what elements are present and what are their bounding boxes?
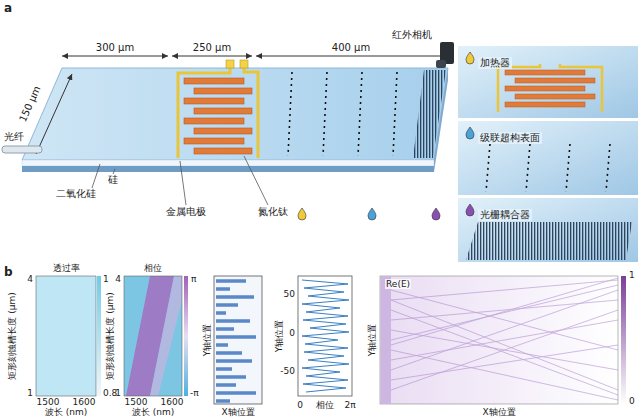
axis-title: Y轴位置	[367, 324, 377, 357]
metal-electrode	[178, 60, 258, 158]
material-drops	[298, 208, 440, 220]
tick-label: 4	[27, 274, 33, 284]
dimension-label: 150 μm	[17, 84, 43, 124]
part-label: 光纤	[4, 131, 24, 143]
chip	[22, 68, 448, 172]
tick-label: 1600	[73, 397, 96, 407]
colorbar-label: -π	[190, 388, 199, 398]
axis-title: Y轴位置	[274, 320, 284, 353]
tick-label: 0	[289, 328, 295, 338]
fiber	[2, 146, 42, 153]
dimension-label: 300 μm	[96, 42, 134, 54]
part-label: 红外相机	[392, 29, 432, 41]
heater	[184, 78, 252, 154]
axis-title: 相位	[316, 400, 334, 410]
colorbar-label: 1	[629, 270, 635, 280]
tick-label: 1500	[125, 397, 148, 407]
part-label: 二氧化硅	[56, 188, 96, 200]
inset-panel: 加热器	[458, 46, 638, 118]
tick-label: 2π	[344, 400, 355, 410]
inset-panel: 级联超构表面	[458, 121, 638, 195]
tick-label: -50	[280, 366, 295, 376]
tick-label: 1500	[37, 397, 60, 407]
part-label: 硅	[108, 174, 118, 186]
dimension-arrows	[36, 56, 446, 154]
part-label: 金属电极	[166, 206, 206, 218]
phase-profile	[298, 276, 352, 396]
field-map	[380, 276, 626, 404]
axis-title: 矩形刻蚀槽长度 (μm)	[105, 292, 115, 379]
field-label: Re(E)	[385, 279, 411, 289]
colorbar-label: 0.8	[103, 388, 117, 398]
metasurface-layout	[214, 276, 262, 404]
tick-label: 1600	[161, 397, 184, 407]
metasurface	[288, 72, 397, 156]
tick-label: 0	[297, 400, 303, 410]
axis-title: 波长 (nm)	[45, 407, 87, 417]
axis-title: X轴位置	[482, 407, 515, 417]
grating-coupler	[413, 70, 446, 158]
axis-title: 波长 (nm)	[132, 407, 174, 417]
infrared-camera	[436, 42, 454, 68]
inset-heading: 光栅耦合器	[478, 209, 532, 221]
inset-heading: 加热器	[478, 57, 512, 69]
axis-title: X轴位置	[221, 407, 254, 417]
tick-label: 4	[115, 274, 121, 284]
panel-letter: b	[4, 266, 13, 280]
axis-title: 矩形刻蚀槽长度 (μm)	[7, 292, 17, 379]
inset-panel: 光栅耦合器	[458, 198, 638, 262]
tick-label: 1	[27, 388, 33, 398]
plot-title: 透过率	[53, 263, 80, 273]
axis-title: Y轴位置	[202, 324, 212, 357]
part-label: 氮化钛	[258, 206, 288, 218]
dimension-label: 250 μm	[193, 42, 231, 54]
colorbar-label: 0	[629, 396, 635, 406]
dimension-label: 400 μm	[332, 42, 370, 54]
tick-label: 1	[115, 388, 121, 398]
panel-letter: a	[4, 2, 12, 16]
phase-map	[124, 276, 188, 396]
colorbar-label: 1	[103, 274, 109, 284]
leader-lines	[92, 156, 268, 205]
inset-heading: 级联超构表面	[478, 132, 542, 144]
colorbar-label: π	[191, 274, 196, 284]
inset-images	[458, 46, 638, 262]
plot-title: 相位	[144, 263, 162, 273]
transmission-map	[36, 276, 101, 396]
tick-label: 50	[284, 289, 295, 299]
